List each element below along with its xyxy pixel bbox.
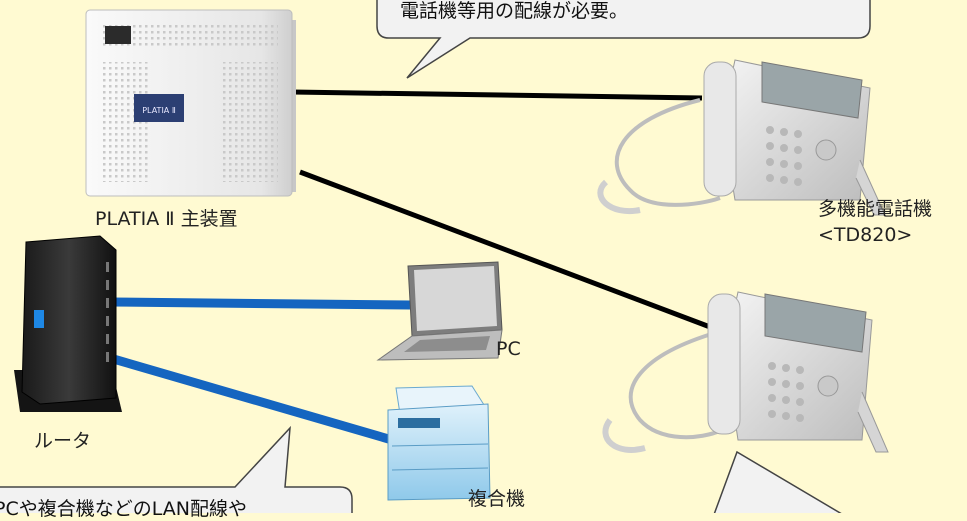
- phone-line-2: [299, 169, 719, 333]
- lan-line-mfp: [108, 353, 394, 445]
- laptop-pc: [376, 261, 503, 361]
- phone-line-1: [291, 89, 703, 101]
- lan-line-pc: [109, 297, 411, 310]
- main-unit: PLATIA Ⅱ: [85, 9, 296, 197]
- router-label: ルータ: [34, 430, 92, 452]
- desk-phone-2: [602, 291, 889, 453]
- callout-bottom-right: [713, 450, 842, 513]
- callout-bottom: [0, 425, 353, 513]
- mfp-label: 複合機: [468, 488, 526, 510]
- callout-top-text: 電話機等用の配線が必要。: [400, 0, 629, 22]
- desk-phone-1: [597, 59, 886, 216]
- callout-top: [376, 0, 871, 79]
- router: [14, 235, 122, 412]
- callout-bottom-text: PCや複合機などのLAN配線や: [0, 498, 247, 520]
- main-unit-label: PLATIA Ⅱ 主装置: [95, 208, 238, 230]
- phone-label-line1: 多機能電話機: [818, 198, 933, 220]
- pc-label: PC: [496, 338, 521, 360]
- main-unit-badge: PLATIA Ⅱ: [142, 106, 176, 115]
- multifunction-printer: [387, 385, 491, 501]
- phone-label-line2: <TD820>: [818, 224, 913, 246]
